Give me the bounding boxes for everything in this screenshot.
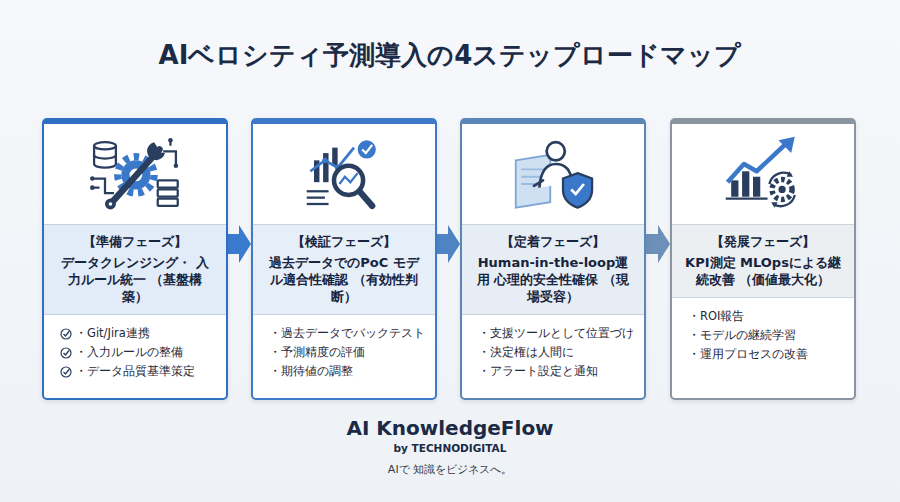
bullet-text: ・モデルの継続学習 (688, 326, 796, 345)
phase-description: 過去データでのPoC モデル適合性確認 （有効性判断） (264, 254, 424, 305)
bullet-row: ・決定権は人間に (478, 343, 636, 362)
bullet-text: ・データ品質基準策定 (75, 362, 195, 381)
check-icon (60, 366, 72, 378)
person-shield-icon (503, 132, 603, 216)
bullet-text: ・期待値の調整 (269, 362, 353, 381)
check-icon (60, 347, 72, 359)
bullet-row: ・支援ツールとして位置づけ (478, 324, 636, 343)
phase-description: データクレンジング・ 入力ルール統一 （基盤構築） (55, 254, 215, 305)
bullet-row: ・モデルの継続学習 (688, 326, 846, 345)
bullet-text: ・アラート設定と通知 (478, 362, 598, 381)
bullet-row: ・予測精度の評価 (269, 343, 427, 362)
growth-icon (713, 132, 813, 216)
bullet-text: ・過去データでバックテスト (269, 324, 425, 343)
phase-band: 【発展フェーズ】 KPI測定 MLOpsによる継続改善 （価値最大化） (672, 224, 854, 298)
phase-card: 【準備フェーズ】データクレンジング・ 入力ルール統一 （基盤構築）・Git/Ji… (42, 118, 228, 400)
phase-heading: 【検証フェーズ】 (259, 233, 429, 251)
check-icon (60, 328, 72, 340)
bullet-row: ・データ品質基準策定 (60, 362, 218, 381)
bullet-text: ・ROI報告 (688, 307, 744, 326)
brand-tagline: AIで 知識をビジネスへ。 (0, 462, 900, 477)
phase-band: 【定着フェーズ】 Human-in-the-loop運用 心理的安全性確保 （現場… (462, 224, 644, 315)
bullet-list: ・Git/Jira連携・入力ルールの整備・データ品質基準策定 (44, 315, 226, 391)
flow-arrow (228, 225, 251, 263)
icon-area (462, 124, 644, 224)
bullet-row: ・過去データでバックテスト (269, 324, 427, 343)
icon-area (44, 124, 226, 224)
flow-arrow (646, 225, 670, 263)
bullet-row: ・アラート設定と通知 (478, 362, 636, 381)
phase-description: KPI測定 MLOpsによる継続改善 （価値最大化） (683, 254, 843, 288)
diagram-title: AIベロシティ予測導入の4ステップロードマップ (0, 38, 900, 73)
bullet-text: ・入力ルールの整備 (75, 343, 183, 362)
bullet-list: ・ROI報告・モデルの継続学習・運用プロセスの改善 (672, 298, 854, 374)
bullet-list: ・過去データでバックテスト・予測精度の評価・期待値の調整 (253, 315, 435, 391)
bullet-row: ・期待値の調整 (269, 362, 427, 381)
phase-heading: 【準備フェーズ】 (50, 233, 220, 251)
phase-card: 【定着フェーズ】 Human-in-the-loop運用 心理的安全性確保 （現場… (460, 118, 646, 400)
icon-area (672, 124, 854, 224)
phase-heading: 【発展フェーズ】 (678, 233, 848, 251)
bullet-row: ・Git/Jira連携 (60, 324, 218, 343)
bullet-row: ・ROI報告 (688, 307, 846, 326)
bullet-text: ・運用プロセスの改善 (688, 345, 808, 364)
phase-description: Human-in-the-loop運用 心理的安全性確保 （現場受容） (473, 254, 633, 305)
phase-band: 【検証フェーズ】過去データでのPoC モデル適合性確認 （有効性判断） (253, 224, 435, 315)
phase-card: 【発展フェーズ】 KPI測定 MLOpsによる継続改善 （価値最大化） ・ROI報告… (670, 118, 856, 400)
bullet-row: ・入力ルールの整備 (60, 343, 218, 362)
bullet-text: ・予測精度の評価 (269, 343, 365, 362)
phase-band: 【準備フェーズ】データクレンジング・ 入力ルール統一 （基盤構築） (44, 224, 226, 315)
brand-name: AI KnowledgeFlow (0, 416, 900, 440)
bullet-text: ・支援ツールとして位置づけ (478, 324, 634, 343)
brand-owner: by TECHNODIGITAL (0, 442, 900, 454)
tools-icon (85, 132, 185, 216)
icon-area (253, 124, 435, 224)
flow-arrow (437, 225, 460, 263)
bullet-list: ・支援ツールとして位置づけ・決定権は人間に・アラート設定と通知 (462, 315, 644, 391)
analysis-icon (294, 132, 394, 216)
bullet-row: ・運用プロセスの改善 (688, 345, 846, 364)
phase-card: 【検証フェーズ】過去データでのPoC モデル適合性確認 （有効性判断）・過去デー… (251, 118, 437, 400)
phase-heading: 【定着フェーズ】 (468, 233, 638, 251)
bullet-text: ・Git/Jira連携 (75, 324, 150, 343)
bullet-text: ・決定権は人間に (478, 343, 574, 362)
